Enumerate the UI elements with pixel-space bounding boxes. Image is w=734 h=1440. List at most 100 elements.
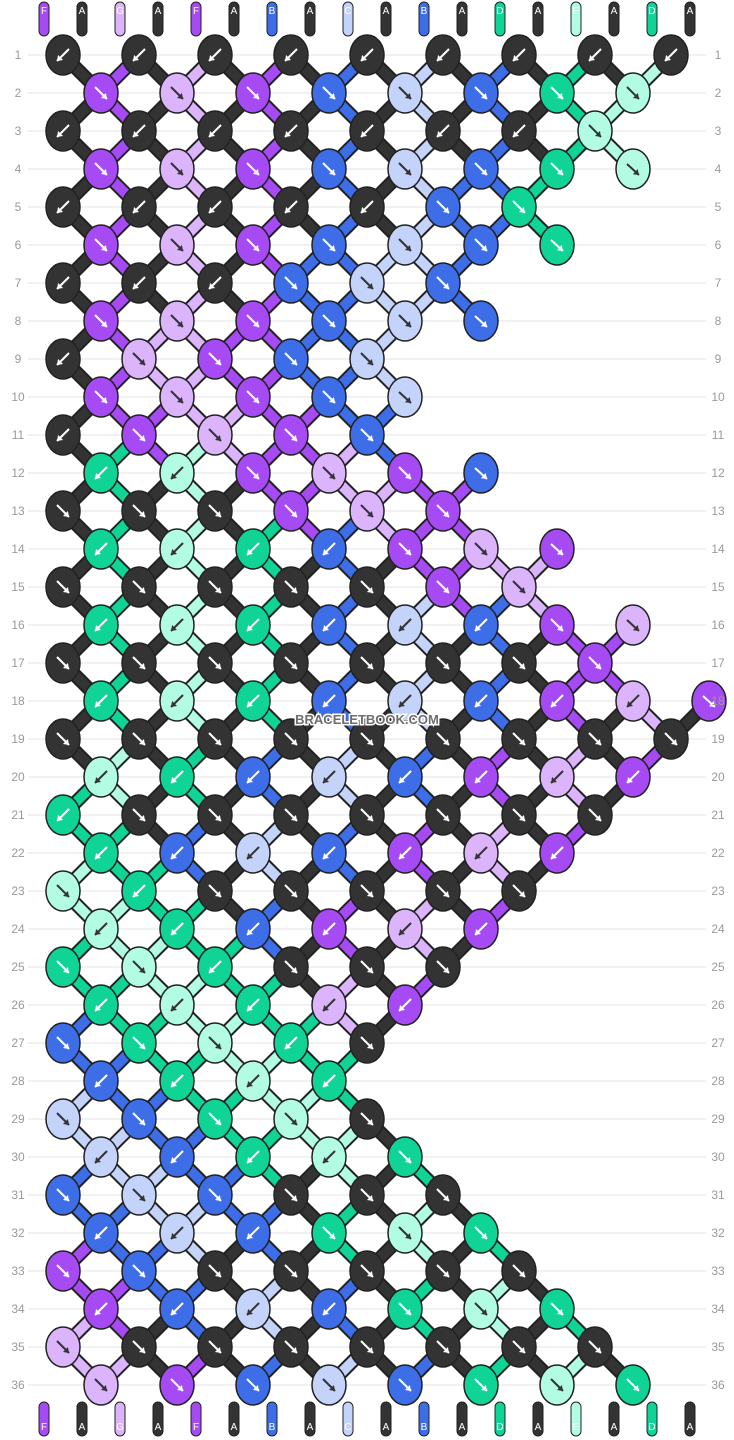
knot-arrowhead-icon [100, 92, 107, 99]
strand-label-bottom-tab [190, 1401, 202, 1437]
knot [425, 870, 461, 912]
knot-arrowhead-icon [290, 814, 297, 821]
knot-arrowhead-icon [138, 738, 145, 745]
knot-arrowhead-icon [366, 1270, 373, 1277]
strand-label-top: A [383, 6, 390, 17]
row-label-left: 29 [11, 1112, 25, 1126]
strand-label-top-tab [418, 1, 430, 37]
knot-arrowhead-icon [328, 168, 335, 175]
knot [83, 72, 119, 114]
knot-arrowhead-icon [62, 662, 69, 669]
knot-arrowhead-icon [209, 206, 216, 213]
knot-arrowhead-icon [62, 510, 69, 517]
knot [463, 300, 499, 342]
knot-arrowhead-icon [399, 776, 406, 783]
knot [539, 1364, 575, 1406]
knot [159, 1288, 195, 1330]
knot [235, 376, 271, 418]
knot [121, 414, 157, 456]
strand-label-bottom: D [496, 1422, 503, 1433]
knot [121, 262, 157, 304]
knot [349, 414, 385, 456]
knot [83, 376, 119, 418]
strand-label-bottom: B [269, 1422, 276, 1433]
row-label-left: 30 [11, 1150, 25, 1164]
knot [463, 832, 499, 874]
knot-arrowhead-icon [247, 1308, 254, 1315]
knot-arrowhead-icon [252, 320, 259, 327]
row-label-right: 8 [715, 314, 722, 328]
knot-arrowhead-icon [57, 434, 64, 441]
knot-arrowhead-icon [62, 1042, 69, 1049]
knot-arrowhead-icon [518, 1270, 525, 1277]
knot [121, 718, 157, 760]
knot-arrowhead-icon [133, 890, 140, 897]
knot [83, 680, 119, 722]
knot [349, 1250, 385, 1292]
strand-label-top-tab [304, 1, 316, 37]
strand-label-bottom: A [155, 1422, 162, 1433]
knot [539, 528, 575, 570]
knot-arrowhead-icon [518, 814, 525, 821]
knot [311, 148, 347, 190]
knot [463, 680, 499, 722]
knot [235, 680, 271, 722]
knot-arrowhead-icon [138, 1042, 145, 1049]
row-label-left: 35 [11, 1340, 25, 1354]
strand-label-bottom-tab [646, 1401, 658, 1437]
knot [615, 680, 651, 722]
knot [45, 110, 81, 152]
row-label-left: 28 [11, 1074, 25, 1088]
strand-label-bottom: F [41, 1422, 47, 1433]
knot [615, 756, 651, 798]
knot [159, 908, 195, 950]
knot-arrowhead-icon [366, 1346, 373, 1353]
knot-arrowhead-icon [475, 928, 482, 935]
knot-arrowhead-icon [323, 1004, 330, 1011]
knot-arrowhead-icon [133, 206, 140, 213]
knot-arrowhead-icon [57, 54, 64, 61]
knot-arrowhead-icon [594, 662, 601, 669]
knot-arrowhead-icon [100, 396, 107, 403]
knot [577, 1326, 613, 1368]
knot-arrowhead-icon [632, 92, 639, 99]
knot [387, 984, 423, 1026]
knot-arrowhead-icon [214, 1042, 221, 1049]
knot-arrowhead-icon [176, 396, 183, 403]
knot-arrowhead-icon [589, 54, 596, 61]
knot [159, 832, 195, 874]
row-label-left: 6 [15, 238, 22, 252]
knot [45, 262, 81, 304]
knot [197, 1174, 233, 1216]
knot [235, 984, 271, 1026]
row-label-left: 26 [11, 998, 25, 1012]
knot-arrowhead-icon [290, 890, 297, 897]
knot [615, 604, 651, 646]
knot-arrowhead-icon [475, 624, 482, 631]
knot-arrowhead-icon [442, 738, 449, 745]
knot [501, 34, 537, 76]
knot [425, 946, 461, 988]
row-label-right: 21 [711, 808, 725, 822]
knot [387, 452, 423, 494]
knot-arrowhead-icon [176, 320, 183, 327]
knot [311, 528, 347, 570]
knot [197, 794, 233, 836]
row-label-left: 10 [11, 390, 25, 404]
knot-arrowhead-icon [475, 700, 482, 707]
knot-arrowhead-icon [404, 1384, 411, 1391]
knot-arrowhead-icon [328, 320, 335, 327]
knot-arrowhead-icon [176, 244, 183, 251]
knot [83, 832, 119, 874]
strand-label-top: C [344, 6, 351, 17]
knot-arrowhead-icon [62, 1118, 69, 1125]
row-label-right: 18 [711, 694, 725, 708]
knot [349, 870, 385, 912]
knot [273, 1174, 309, 1216]
row-label-left: 32 [11, 1226, 25, 1240]
knot-arrowhead-icon [632, 625, 639, 631]
knot-arrowhead-icon [404, 320, 411, 327]
knot [311, 452, 347, 494]
knot [83, 1060, 119, 1102]
